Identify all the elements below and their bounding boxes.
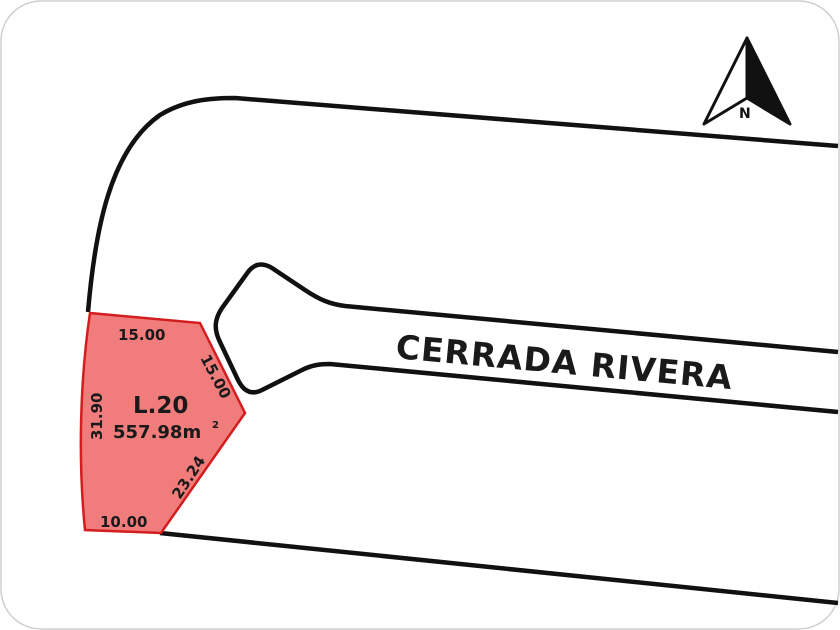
lot-area-superscript: 2	[212, 420, 219, 431]
cul-de-sac-road	[213, 262, 839, 415]
dim-bottom: 10.00	[100, 513, 147, 531]
road-outer-top-edge	[85, 95, 839, 313]
lot-area: 557.98m	[113, 422, 201, 443]
dim-top: 15.00	[118, 326, 165, 344]
north-label: N	[739, 106, 751, 122]
north-arrow-icon: N	[702, 36, 792, 126]
dim-left: 31.90	[88, 393, 106, 440]
lot-20-parcel[interactable]	[79, 311, 247, 535]
road-outer-bottom-edge	[159, 530, 839, 606]
lot-id: L.20	[133, 393, 188, 419]
